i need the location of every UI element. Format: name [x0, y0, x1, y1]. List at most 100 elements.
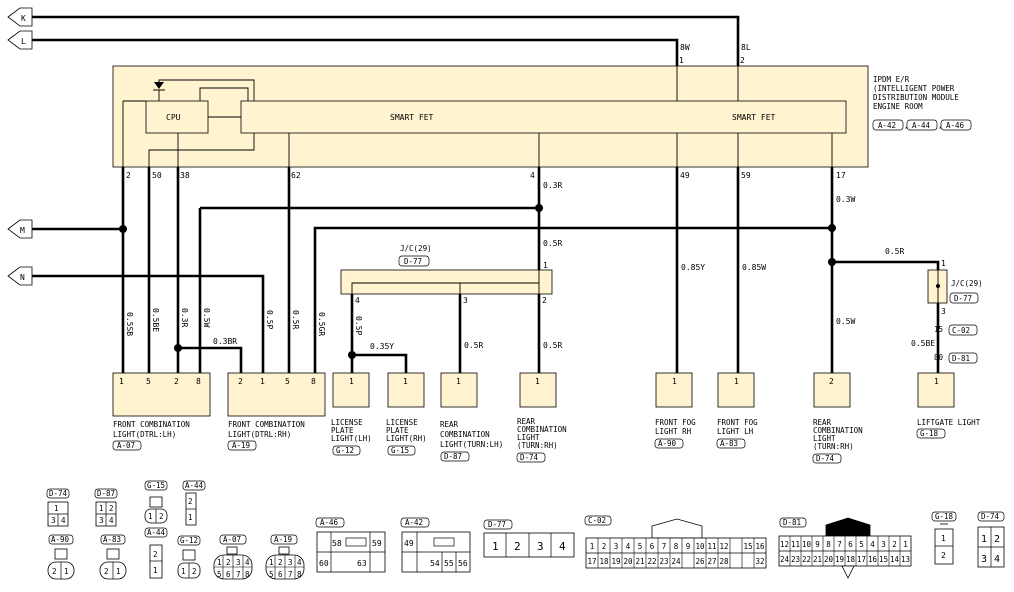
connector-pin: 22	[802, 555, 811, 564]
wire-label-05r-right: 0.5R	[885, 247, 904, 256]
wire-label-085w: 0.85W	[742, 263, 766, 272]
load-name-line: LIGHT RH	[655, 427, 692, 436]
connector-pin: 14	[890, 555, 900, 564]
ipdm-refs: A-42 , A-44 , A-46	[872, 119, 972, 131]
connector-pin: 2	[192, 567, 197, 576]
load-ref: G-12	[336, 446, 354, 455]
connector-views: D-74 1 3 4 D-87 1 2 3 4 G-15 1	[46, 480, 1005, 580]
connector-pin: 27	[707, 557, 716, 566]
load-pin: 1	[535, 377, 540, 386]
connector-a90: A-90 2 1	[47, 534, 75, 580]
connector-d74: D-74 1 3 4	[46, 488, 70, 527]
connector-pin: 11	[707, 542, 716, 551]
load-front-fog-lh: 1 FRONT FOG LIGHT LH A-83	[716, 372, 758, 449]
connector-pin: 7	[662, 542, 667, 551]
load-name-line: LICENSE	[386, 418, 418, 427]
load-name-line: COMBINATION	[517, 425, 567, 434]
load-front-fog-rh: 1 FRONT FOG LIGHT RH A-90	[654, 372, 696, 449]
connector-pin: 1	[590, 542, 595, 551]
wire-label-035y: 0.35Y	[370, 342, 394, 351]
connector-a42: A-42 49 54 55 56	[400, 517, 471, 573]
connector-pin: 15	[743, 542, 752, 551]
load-name-line: PLATE	[331, 426, 354, 435]
connector-ref: A-19	[274, 535, 292, 544]
connector-a19: A-19 1 2 3 4 5 6 7 8	[265, 534, 305, 580]
wire-label-05w: 0.5W	[202, 308, 211, 327]
load-name-line: FRONT COMBINATION	[228, 420, 305, 429]
connector-pin: 2	[892, 540, 897, 549]
ipdm-pin-59: 59	[741, 171, 751, 180]
connector-pin: 1	[99, 504, 104, 513]
connector-pin: 3	[537, 540, 544, 553]
load-ref: D-74	[520, 453, 539, 462]
connector-pin: 1	[64, 567, 69, 576]
connector-pin: 4	[245, 558, 250, 567]
jc-right-label: J/C(29)	[951, 279, 983, 288]
jc-mid-pin-2: 2	[542, 296, 547, 305]
connector-a83: A-83 2 1	[99, 534, 127, 580]
connector-ref: G-15	[147, 481, 165, 490]
load-pin: 5	[285, 377, 290, 386]
connector-pin: 19	[835, 555, 844, 564]
connector-pin: 2	[941, 551, 946, 560]
connector-pin: 22	[647, 557, 656, 566]
wire-l	[32, 38, 679, 66]
connector-pin: 6	[226, 570, 231, 579]
ipdm-title-line-3: DISTRIBUTION MODULE	[873, 93, 959, 102]
arrow-m: M	[7, 219, 33, 239]
connector-pin: 16	[868, 555, 878, 564]
connector-pin: 1	[181, 567, 186, 576]
splice-dots	[119, 204, 836, 359]
connector-ref: A-07	[223, 535, 241, 544]
connector-pin: 8	[826, 540, 831, 549]
wire-label-05be: 0.5BE	[151, 308, 160, 332]
connector-pin: 5	[638, 542, 643, 551]
connector-pin: 63	[357, 559, 367, 568]
wires	[32, 167, 940, 373]
ipdm-pin-62: 62	[291, 171, 301, 180]
connector-pin: 2	[994, 534, 1000, 545]
connector-ref: G-18	[935, 512, 954, 521]
connector-a44-a: A-44 2 1	[182, 480, 206, 526]
connector-ref: D-74	[49, 489, 68, 498]
load-pin: 2	[238, 377, 243, 386]
connector-pin: 4	[870, 540, 875, 549]
connector-pin: 4	[61, 516, 66, 525]
connector-pin: 7	[837, 540, 842, 549]
connector-pin: 3	[51, 516, 56, 525]
load-pin: 1	[734, 377, 739, 386]
connector-pin: 60	[319, 559, 329, 568]
load-ref: A-07	[117, 441, 135, 450]
svg-text:,: ,	[938, 121, 943, 130]
connector-pin: 12	[780, 540, 789, 549]
ipdm-title-line-4: ENGINE ROOM	[873, 102, 923, 111]
connector-pin: 1	[153, 566, 158, 575]
wire-label-05sb: 0.5SB	[125, 312, 134, 336]
connector-pin: 8	[297, 570, 302, 579]
load-pin: 5	[146, 377, 151, 386]
load-rear-comb-lh: 1 REAR COMBINATION LIGHT(TURN:LH) D-87	[440, 372, 503, 462]
load-license-lh: 1 LICENSE PLATE LIGHT(LH) G-12	[331, 372, 372, 456]
wire-05r-right	[832, 260, 940, 270]
arrow-n-label: N	[20, 273, 25, 282]
connector-g18: G-18 1 2	[931, 511, 957, 565]
wire-label-03br: 0.3BR	[213, 337, 237, 346]
connector-pin: 24	[671, 557, 681, 566]
wire-8w-label: 8W	[680, 43, 690, 52]
ipdm-title-line-1: IPDM E/R	[873, 75, 910, 84]
connector-pin: 2	[159, 512, 164, 521]
load-pin: 1	[934, 377, 939, 386]
connector-pin: 7	[236, 570, 241, 579]
connector-pin: 58	[332, 539, 342, 548]
connector-d87: D-87 1 2 3 4	[94, 488, 118, 527]
connector-pin: 5	[217, 570, 222, 579]
load-pin: 8	[311, 377, 316, 386]
load-ref: D-87	[444, 452, 462, 461]
connector-ref: A-83	[103, 535, 121, 544]
connector-pin: 19	[611, 557, 620, 566]
connector-pin: 28	[719, 557, 729, 566]
wire-8l-label: 8L	[741, 43, 751, 52]
connector-ref: C-02	[588, 516, 606, 525]
load-liftgate: 1 LIFTGATE LIGHT G-18	[916, 372, 981, 439]
